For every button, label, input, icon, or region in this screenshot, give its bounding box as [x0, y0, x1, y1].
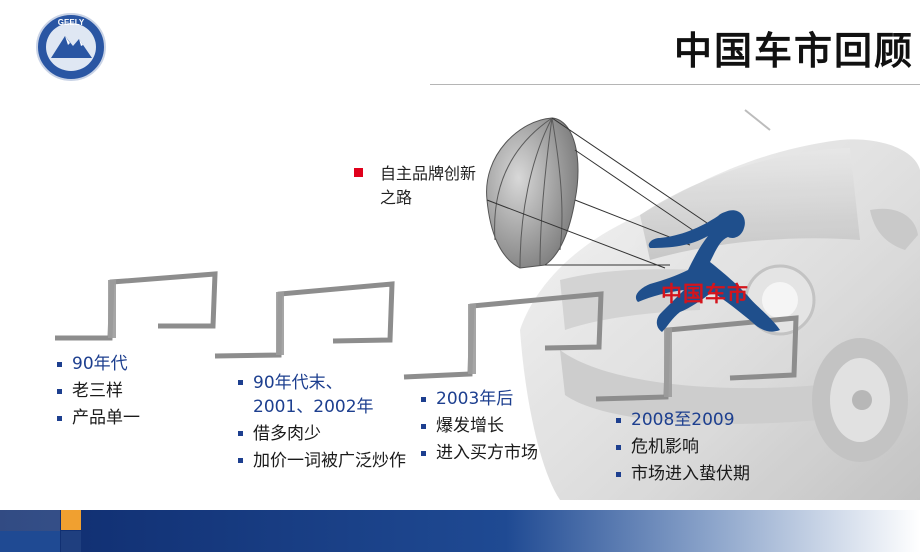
- stage-2-list: 90年代末、2001、2002年 借多肉少 加价一词被广泛炒作: [238, 371, 418, 476]
- hurdle-icon: [55, 271, 799, 402]
- runner-icon: [635, 210, 780, 332]
- page-title: 中国车市回顾: [673, 29, 914, 73]
- list-item: 进入买方市场: [421, 440, 538, 467]
- red-square-marker-icon: [354, 168, 363, 177]
- brand-note-text: 自主品牌创新之路: [380, 164, 477, 207]
- list-item: 市场进入蛰伏期: [616, 461, 750, 488]
- stage-3-list: 2003年后 爆发增长 进入买方市场: [421, 386, 538, 467]
- stage-4-heading: 2008至2009: [616, 407, 750, 434]
- list-item: 危机影响: [616, 434, 750, 461]
- list-item: 爆发增长: [421, 413, 538, 440]
- stage-1-heading: 90年代: [57, 351, 140, 378]
- header-divider: [430, 84, 920, 85]
- list-item: 加价一词被广泛炒作: [238, 449, 418, 473]
- runner-label: 中国车市: [661, 282, 749, 306]
- stage-3-heading: 2003年后: [421, 386, 538, 413]
- logo-text: GEELY: [58, 18, 85, 27]
- geely-logo-icon: GEELY: [36, 13, 106, 81]
- stage-2-heading: 90年代末、2001、2002年: [238, 371, 388, 419]
- stage-1-list: 90年代 老三样 产品单一: [57, 351, 140, 432]
- stage-4-list: 2008至2009 危机影响 市场进入蛰伏期: [616, 407, 750, 488]
- bottom-band: [0, 510, 920, 552]
- list-item: 老三样: [57, 378, 140, 405]
- list-item: 产品单一: [57, 405, 140, 432]
- parachute-icon: [486, 117, 711, 269]
- list-item: 借多肉少: [238, 422, 418, 446]
- car-image: [520, 109, 920, 500]
